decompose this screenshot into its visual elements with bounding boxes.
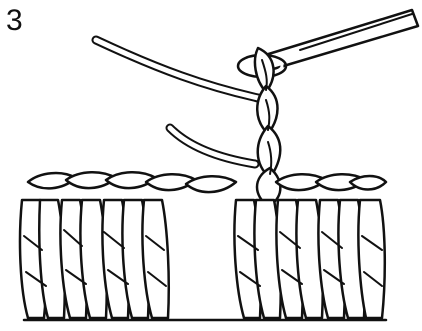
row-top-braid [28, 172, 386, 192]
stitch-columns-left [20, 200, 169, 318]
yarn-strand-icon [96, 40, 258, 164]
stitch-columns-right [234, 200, 384, 318]
